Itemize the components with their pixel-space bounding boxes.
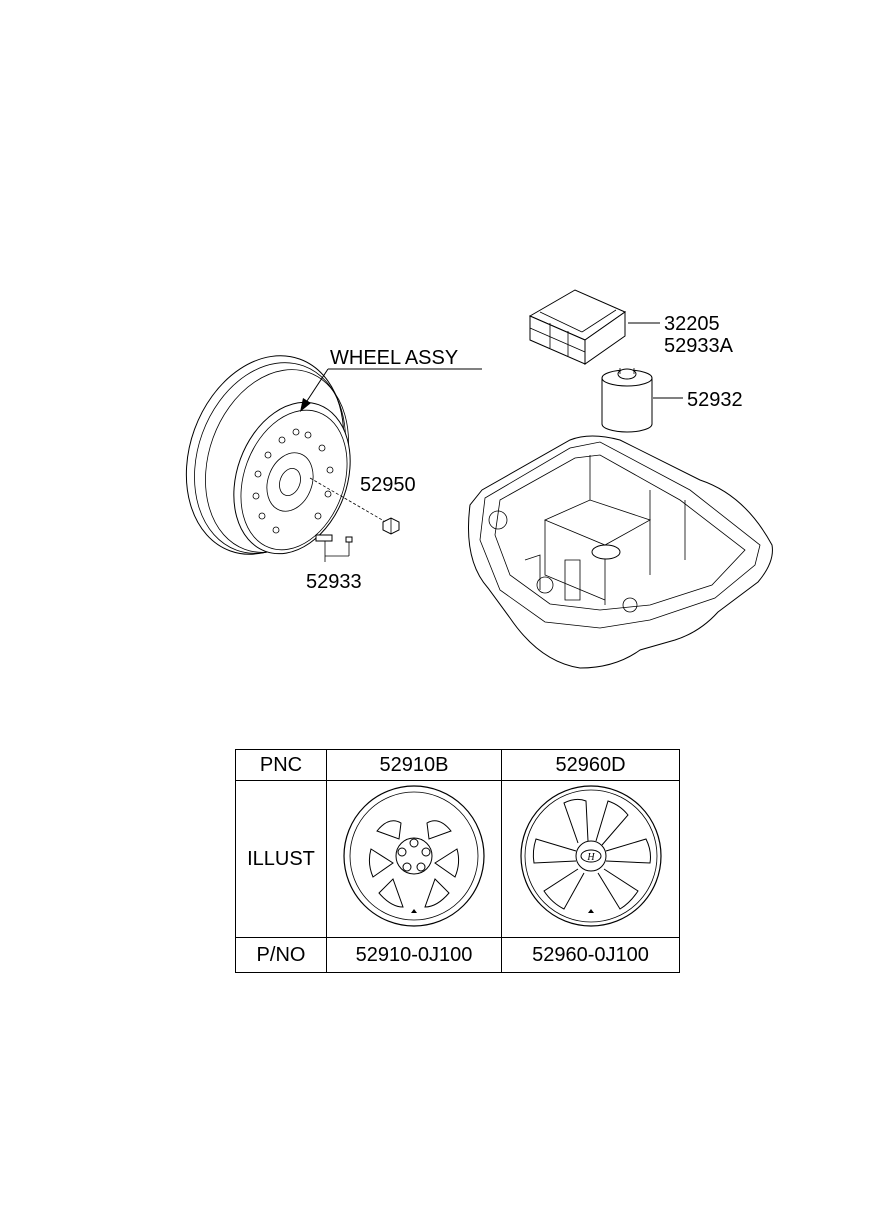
- part-52933a-label: 52933A: [664, 335, 734, 357]
- pnc-cell-1: 52910B: [326, 749, 502, 781]
- parts-table: PNC 52910B 52960D ILLUST: [235, 749, 680, 973]
- alloy-wheel-icon: [343, 785, 485, 927]
- luggage-tray-illustration: [467, 435, 773, 669]
- illust-cell-1: [326, 780, 502, 938]
- part-52950-label: 52950: [360, 474, 416, 496]
- brand-emblem-icon: H: [586, 852, 595, 863]
- part-52932-label: 52932: [687, 389, 743, 411]
- table-header-pno: P/NO: [235, 937, 327, 973]
- pno-cell-2: 52960-0J100: [501, 937, 680, 973]
- table-header-illust: ILLUST: [235, 780, 327, 938]
- pno-cell-1: 52910-0J100: [326, 937, 502, 973]
- wheel-assy-label: WHEEL ASSY: [330, 347, 458, 369]
- part-32205-label: 32205: [664, 313, 720, 335]
- valve-illustration: [315, 534, 353, 562]
- parts-diagram: WHEEL ASSY 52950 52933 32205 52933A 5293…: [185, 289, 773, 669]
- wheel-nut-illustration: [382, 517, 400, 535]
- cylinder-illustration: [601, 368, 653, 433]
- wheel-cover-icon: H: [519, 785, 662, 927]
- spare-wheel-illustration: [185, 355, 351, 555]
- table-row-pnc: PNC 52910B 52960D: [235, 749, 680, 781]
- table-header-pnc: PNC: [235, 749, 327, 781]
- table-row-illust: ILLUST: [235, 780, 680, 938]
- table-row-pno: P/NO 52910-0J100 52960-0J100: [235, 937, 680, 973]
- part-52933-label: 52933: [306, 571, 362, 593]
- tool-box-illustration: [528, 289, 627, 365]
- pnc-cell-2: 52960D: [501, 749, 680, 781]
- illust-cell-2: H: [501, 780, 680, 938]
